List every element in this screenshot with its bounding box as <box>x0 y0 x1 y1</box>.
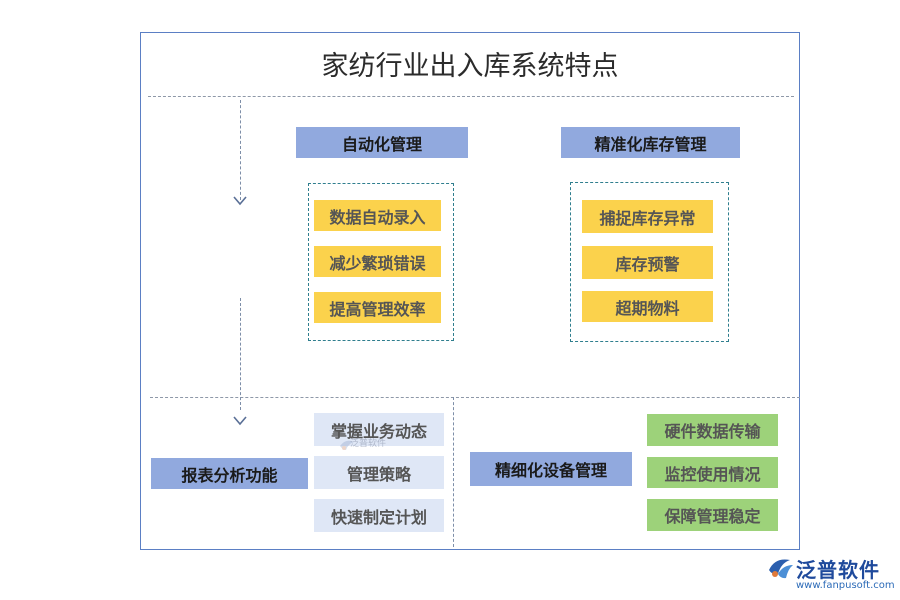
equipment-header: 精细化设备管理 <box>470 452 632 486</box>
fanpu-logo-icon <box>769 559 793 579</box>
automation-item: 减少繁琐错误 <box>314 246 441 277</box>
flow-line-lower <box>240 298 241 410</box>
logo-name: 泛普软件 <box>796 558 880 582</box>
automation-item: 数据自动录入 <box>314 200 441 231</box>
automation-group <box>308 183 454 341</box>
arrow-down-icon <box>233 196 247 206</box>
middle-divider <box>150 397 800 398</box>
automation-item: 提高管理效率 <box>314 292 441 323</box>
inventory-item: 捕捉库存异常 <box>582 200 713 233</box>
inventory-group <box>570 182 729 342</box>
equipment-item: 监控使用情况 <box>647 457 778 488</box>
watermark-logo-icon <box>340 440 354 450</box>
equipment-item: 保障管理稳定 <box>647 499 778 531</box>
page-title: 家纺行业出入库系统特点 <box>321 51 619 82</box>
reporting-item: 管理策略 <box>314 456 444 489</box>
inventory-item: 超期物料 <box>582 291 713 322</box>
logo-url: www.fanpusoft.com <box>796 580 895 591</box>
top-divider <box>148 96 794 97</box>
flow-line-upper <box>240 100 241 200</box>
automation-header: 自动化管理 <box>296 127 468 158</box>
reporting-header: 报表分析功能 <box>151 458 308 489</box>
diagram-frame <box>140 32 800 550</box>
bottom-vertical-divider <box>453 397 454 547</box>
reporting-item: 快速制定计划 <box>314 499 444 532</box>
watermark-text: 泛普软件 <box>350 439 387 449</box>
inventory-header: 精准化库存管理 <box>561 127 740 158</box>
reporting-item: 掌握业务动态 <box>314 413 444 446</box>
inventory-item: 库存预警 <box>582 246 713 279</box>
arrow-down-icon <box>233 416 247 426</box>
equipment-item: 硬件数据传输 <box>647 414 778 446</box>
